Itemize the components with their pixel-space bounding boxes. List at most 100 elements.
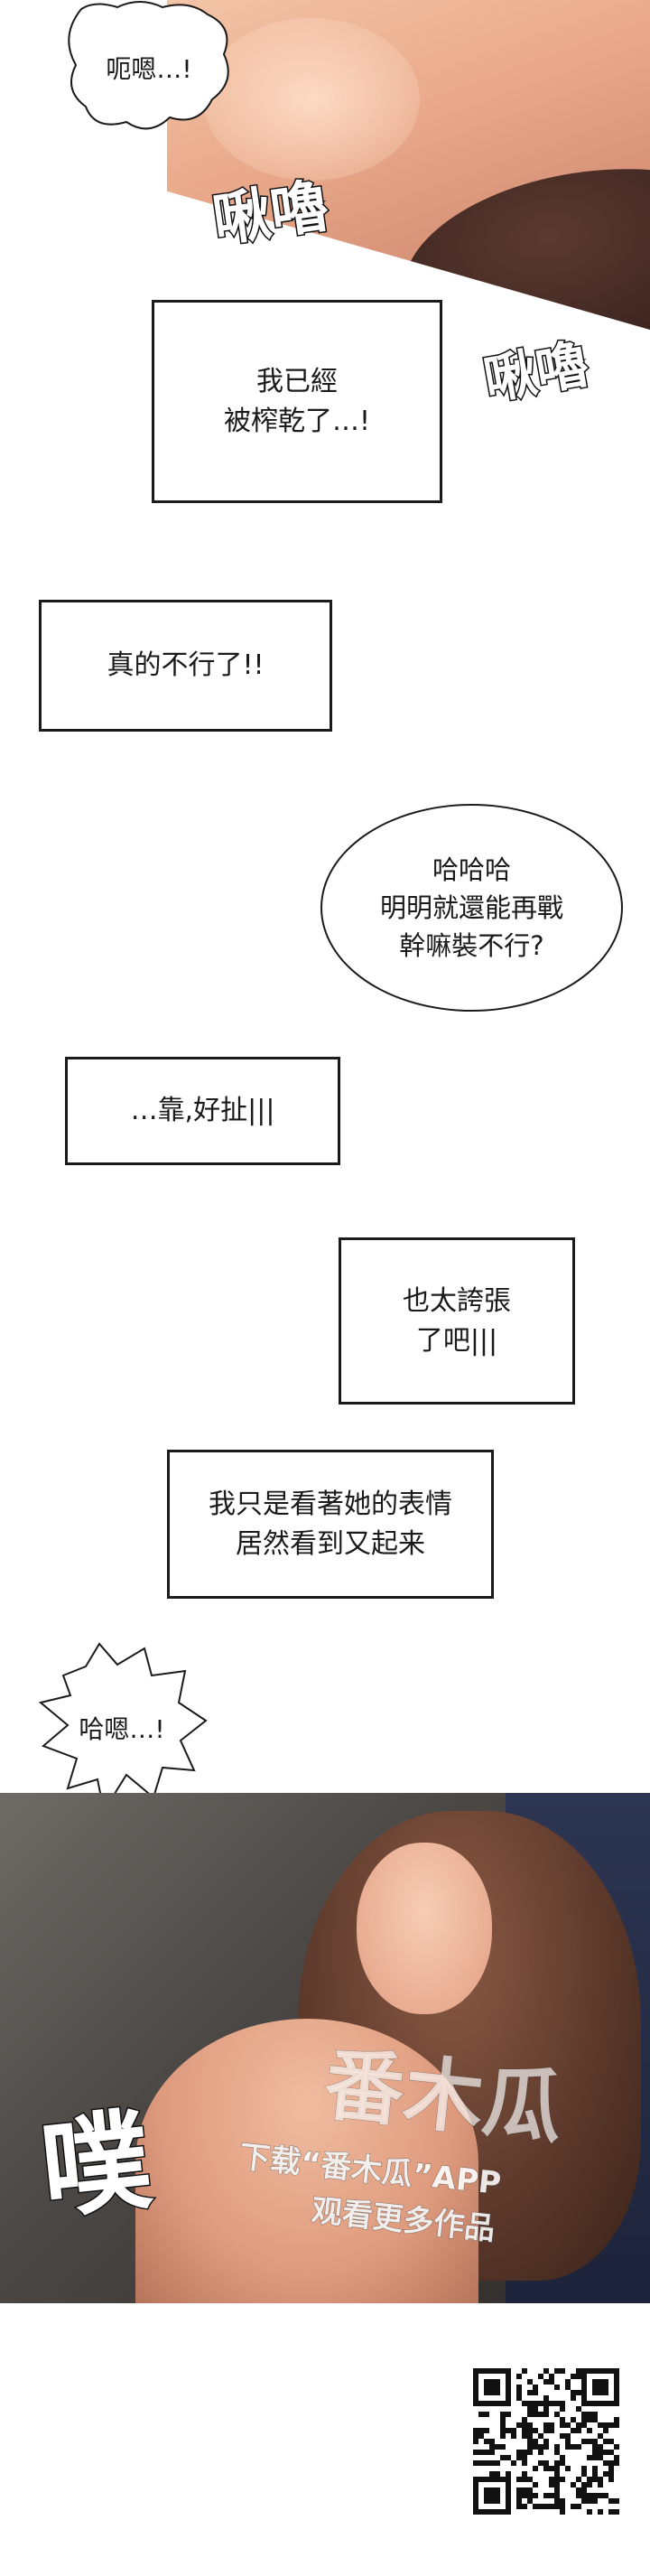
qr-module — [484, 2450, 489, 2455]
qr-module — [598, 2455, 603, 2460]
qr-module — [527, 2422, 533, 2428]
qr-module — [608, 2477, 614, 2482]
qr-module — [554, 2493, 560, 2498]
qr-module — [608, 2509, 614, 2515]
qr-module — [549, 2422, 554, 2428]
qr-module — [506, 2428, 511, 2433]
qr-module — [608, 2450, 614, 2455]
qr-module — [581, 2493, 587, 2498]
qr-module — [587, 2498, 592, 2504]
qr-module — [554, 2487, 560, 2493]
qr-module — [522, 2493, 527, 2498]
qr-module — [554, 2412, 560, 2417]
qr-module — [527, 2401, 533, 2406]
qr-module — [533, 2504, 538, 2509]
qr-module — [527, 2433, 533, 2439]
qr-module — [506, 2455, 511, 2460]
qr-module — [587, 2412, 592, 2417]
qr-module — [576, 2390, 581, 2395]
bottom-illustration-panel — [0, 1793, 650, 2303]
narration-box-1: 我已經 被榨乾了…! — [152, 300, 442, 503]
qr-module — [554, 2450, 560, 2455]
qr-module — [614, 2422, 619, 2428]
qr-module — [478, 2412, 484, 2417]
qr-module — [603, 2471, 608, 2477]
qr-module — [571, 2395, 576, 2401]
qr-module — [560, 2401, 565, 2406]
qr-module — [522, 2417, 527, 2422]
qr-module — [522, 2487, 527, 2493]
qr-module — [571, 2374, 576, 2379]
qr-module — [543, 2422, 549, 2428]
narration-box-5-line-1: 我只是看著她的表情 — [209, 1489, 452, 1520]
skin-highlight — [203, 18, 420, 181]
qr-module — [522, 2428, 527, 2433]
qr-module — [608, 2460, 614, 2466]
qr-module — [560, 2498, 565, 2504]
speech-bubble-3-text: 哈嗯…! — [79, 1713, 165, 1744]
qr-module — [478, 2460, 484, 2466]
qr-module — [614, 2509, 619, 2515]
qr-module — [587, 2477, 592, 2482]
qr-module — [489, 2450, 495, 2455]
qr-module — [538, 2374, 543, 2379]
woman-body-shape — [135, 2019, 478, 2303]
qr-module — [500, 2444, 506, 2450]
qr-module — [533, 2439, 538, 2444]
qr-module — [571, 2444, 576, 2450]
qr-module — [533, 2390, 538, 2395]
narration-box-2: 真的不行了!! — [39, 600, 332, 732]
woman-face-shape — [357, 1843, 492, 2014]
qr-code — [469, 2365, 623, 2518]
qr-module — [484, 2460, 489, 2466]
narration-box-2-text: 真的不行了!! — [107, 649, 265, 682]
qr-module — [538, 2450, 543, 2455]
qr-module — [581, 2412, 587, 2417]
qr-module — [538, 2412, 543, 2417]
qr-module — [484, 2428, 489, 2433]
qr-module — [576, 2422, 581, 2428]
qr-module — [565, 2466, 571, 2471]
qr-module — [592, 2471, 598, 2477]
speech-bubble-2-line-3: 幹嘛裝不行? — [399, 930, 544, 962]
qr-module — [516, 2455, 522, 2460]
qr-module — [473, 2428, 478, 2433]
qr-module — [549, 2493, 554, 2498]
qr-module — [516, 2422, 522, 2428]
qr-module — [592, 2417, 598, 2422]
qr-module — [614, 2460, 619, 2466]
speech-bubble-3: 哈嗯…! — [36, 1639, 208, 1815]
qr-module — [560, 2477, 565, 2482]
qr-module — [592, 2450, 598, 2455]
qr-module — [522, 2460, 527, 2466]
qr-module — [543, 2504, 549, 2509]
qr-module — [543, 2439, 549, 2444]
top-illustration-panel — [167, 0, 650, 330]
qr-module — [587, 2509, 592, 2515]
qr-module — [565, 2444, 571, 2450]
qr-module — [587, 2428, 592, 2433]
qr-module — [527, 2487, 533, 2493]
qr-module — [473, 2433, 478, 2439]
qr-module — [603, 2422, 608, 2428]
qr-module — [484, 2412, 489, 2417]
qr-module — [516, 2504, 522, 2509]
sound-effect-top-2: 啾嚕 — [478, 331, 594, 413]
qr-module — [522, 2471, 527, 2477]
qr-module — [522, 2368, 527, 2374]
qr-module — [576, 2406, 581, 2412]
qr-module — [581, 2482, 587, 2487]
qr-module — [560, 2509, 565, 2515]
qr-module — [560, 2433, 565, 2439]
qr-module — [495, 2444, 500, 2450]
qr-module — [614, 2444, 619, 2450]
sound-effect-bottom: 噗 — [34, 2097, 158, 2236]
qr-module — [554, 2504, 560, 2509]
qr-module — [598, 2477, 603, 2482]
qr-module — [565, 2422, 571, 2428]
qr-module — [587, 2482, 592, 2487]
qr-module — [549, 2379, 554, 2385]
speech-bubble-2: 哈哈哈 明明就還能再戰 幹嘛裝不行? — [320, 804, 623, 1012]
qr-module — [533, 2493, 538, 2498]
qr-module — [592, 2412, 598, 2417]
